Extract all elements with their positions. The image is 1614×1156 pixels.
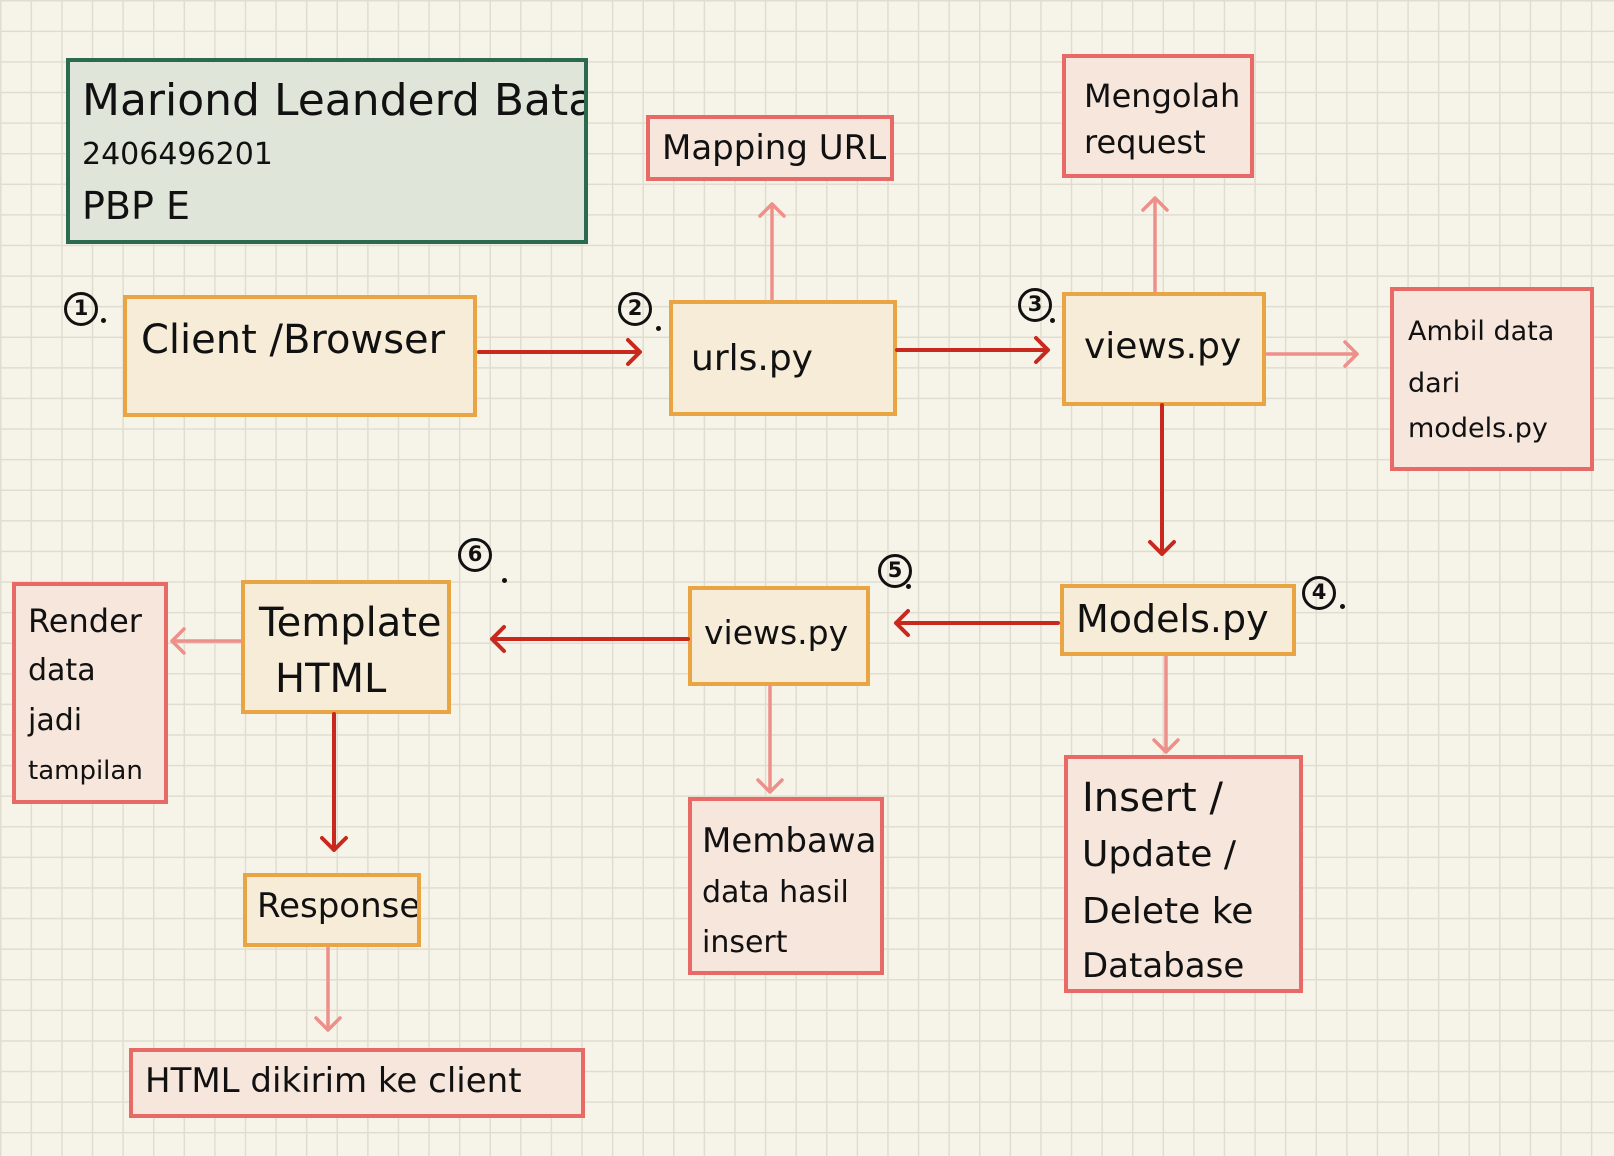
insert-update-delete-note: Insert / Update / Delete ke Database [1064, 755, 1303, 993]
step-dot-5 [906, 584, 911, 589]
ambil-data-line-3: models.py [1408, 413, 1548, 444]
render-line-2: data [28, 653, 96, 688]
mapping-url-text: Mapping URL [662, 128, 887, 168]
step-number-5: 5 [878, 554, 912, 588]
client-browser-label: Client /Browser [141, 317, 446, 363]
views-py-response-label: views.py [704, 613, 849, 652]
views-py-request-label: views.py [1084, 326, 1242, 367]
mapping-url-note: Mapping URL [646, 115, 894, 181]
mengolah-request-line-1: Mengolah [1084, 77, 1241, 115]
arrow-response-to-html [314, 946, 342, 1032]
membawa-data-note: Membawa data hasil insert [688, 797, 884, 975]
mengolah-request-line-2: request [1084, 123, 1206, 161]
arrow-views-to-template [490, 625, 690, 653]
template-html-box: Template HTML [241, 580, 451, 714]
class-code: PBP E [82, 184, 190, 228]
step-dot-1 [101, 318, 106, 323]
student-id: 2406496201 [82, 137, 273, 172]
arrow-template-to-render [170, 627, 242, 655]
step-number-2: 2 [618, 292, 652, 326]
html-dikirim-text: HTML dikirim ke client [145, 1061, 522, 1101]
iud-line-2: Update / [1082, 834, 1236, 875]
html-dikirim-note: HTML dikirim ke client [129, 1048, 585, 1118]
mengolah-request-note: Mengolah request [1062, 54, 1254, 178]
arrow-views-to-models [1148, 403, 1176, 556]
membawa-line-2: data hasil [702, 875, 849, 910]
step-number-6: 6 [458, 538, 492, 572]
ambil-data-line-1: Ambil data [1408, 316, 1555, 347]
step-dot-3 [1050, 318, 1055, 323]
step-number-4: 4 [1302, 576, 1336, 610]
step-number-1: 1 [64, 292, 98, 326]
step-dot-2 [656, 326, 661, 331]
arrow-views-to-mengolah [1141, 196, 1169, 293]
models-py-box: Models.py [1060, 584, 1296, 656]
urls-py-box: urls.py [669, 300, 897, 416]
arrow-template-to-response [320, 712, 348, 852]
iud-line-3: Delete ke [1082, 891, 1254, 932]
render-line-3: jadi [28, 703, 83, 738]
ambil-data-note: Ambil data dari models.py [1390, 287, 1594, 471]
step-number-3: 3 [1018, 288, 1052, 322]
student-name: Mariond Leanderd Batara [82, 75, 588, 126]
arrow-client-to-urls [477, 338, 642, 366]
client-browser-box: Client /Browser [123, 295, 477, 417]
render-data-note: Render data jadi tampilan [12, 582, 168, 804]
iud-line-1: Insert / [1082, 775, 1223, 821]
response-box: Response [243, 873, 421, 947]
views-py-response-box: views.py [688, 586, 870, 686]
template-label-line-2: HTML [275, 656, 387, 702]
arrow-models-to-views [894, 609, 1060, 637]
render-line-4: tampilan [28, 756, 143, 786]
urls-py-label: urls.py [691, 338, 813, 379]
arrow-urls-to-mapping [758, 202, 786, 301]
iud-line-4: Database [1082, 946, 1245, 986]
ambil-data-line-2: dari [1408, 368, 1461, 399]
render-line-1: Render [28, 602, 142, 640]
template-label-line-1: Template [259, 600, 442, 646]
step-dot-6 [502, 578, 507, 583]
step-dot-4 [1340, 604, 1345, 609]
arrow-views-to-ambil [1265, 340, 1359, 368]
response-label: Response [257, 886, 421, 926]
views-py-request-box: views.py [1062, 292, 1266, 406]
membawa-line-1: Membawa [702, 821, 877, 861]
arrow-urls-to-views [895, 336, 1050, 364]
membawa-line-3: insert [702, 925, 788, 960]
models-py-label: Models.py [1076, 597, 1269, 641]
arrow-models-to-insert [1152, 655, 1180, 754]
arrow-views-to-membawa [756, 684, 784, 794]
student-info-box: Mariond Leanderd Batara 2406496201 PBP E [66, 58, 588, 244]
